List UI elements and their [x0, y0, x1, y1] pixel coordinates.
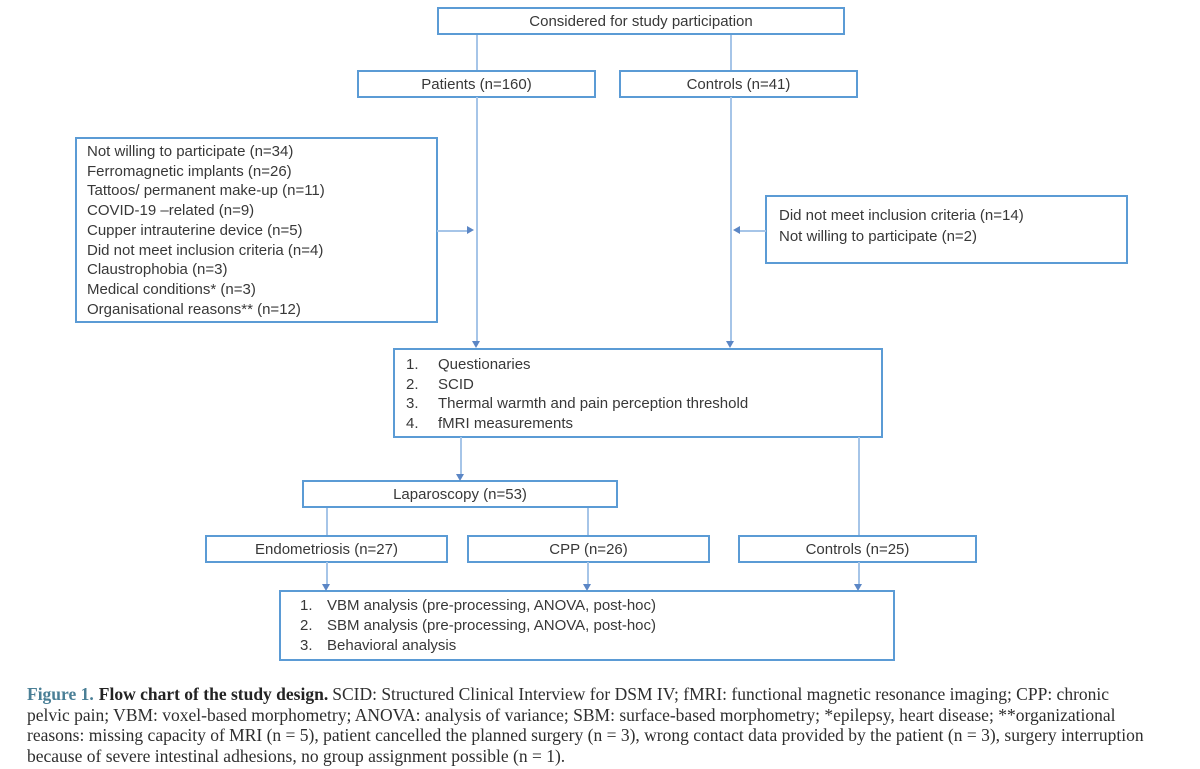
connector-assessments-to-controls-n25 [858, 437, 860, 535]
list-item-number: 2. [406, 375, 419, 393]
list-item: Not willing to participate (n=34) [87, 143, 294, 160]
list-item-text: Thermal warmth and pain perception thres… [438, 395, 749, 412]
list-item-text: SBM analysis (pre-processing, ANOVA, pos… [327, 617, 657, 634]
list-item: 4. fMRI measurements [406, 414, 881, 434]
flow-box-patients: Patients (n=160) [357, 70, 596, 98]
list-item: Did not meet inclusion criteria (n=4) [87, 241, 324, 259]
arrowhead-down-icon [322, 584, 330, 591]
arrowhead-down-icon [472, 341, 480, 348]
arrowhead-right-icon [467, 226, 474, 234]
connector-cpp-to-analyses [587, 562, 589, 584]
arrowhead-down-icon [854, 584, 862, 591]
arrowhead-down-icon [726, 341, 734, 348]
list-item: Ferromagnetic implants (n=26) [87, 162, 292, 180]
caption-text: SCID: Structured Clinical Interview for … [27, 684, 1144, 766]
list-item-number: 3. [300, 637, 313, 654]
flow-box-analyses: 1. VBM analysis (pre-processing, ANOVA, p… [279, 590, 895, 661]
connector-assessments-to-laparoscopy [460, 437, 462, 474]
connector-endometriosis-to-analyses [326, 562, 328, 584]
flow-box-patient-exclusions: Not willing to participate (n=34) Ferroma… [75, 137, 438, 323]
list-item-number: 1. [406, 356, 419, 373]
list-item: Organisational reasons** (n=12) [87, 300, 301, 318]
list-item: 1. Questionaries [406, 355, 881, 375]
list-item-number: 1. [300, 597, 313, 614]
box-label: Patients (n=160) [421, 75, 532, 93]
flow-box-control-exclusions: Did not meet inclusion criteria (n=14) No… [765, 195, 1128, 264]
list-item: Tattoos/ permanent make-up (n=11) [87, 182, 325, 200]
list-item: 1. VBM analysis (pre-processing, ANOVA, p… [300, 596, 893, 616]
list-item-text: VBM analysis (pre-processing, ANOVA, pos… [327, 597, 657, 614]
box-label: Controls (n=25) [805, 540, 910, 558]
box-label: Controls (n=41) [686, 75, 791, 93]
flow-box-controls-n41: Controls (n=41) [619, 70, 858, 98]
connector-controls-to-assessments [730, 97, 732, 341]
connector-considered-to-controls [730, 35, 732, 70]
list-item: 2. SCID [406, 375, 881, 395]
list-item-text: fMRI measurements [438, 414, 574, 432]
list-item: Cupper intrauterine device (n=5) [87, 221, 303, 239]
box-label: Considered for study participation [529, 12, 753, 30]
connector-patient-exclusion-line [437, 230, 467, 232]
list-item: Medical conditions* (n=3) [87, 280, 256, 298]
figure-label: Figure 1. [27, 684, 94, 704]
list-item-text: Behavioral analysis [327, 637, 457, 654]
list-item-text: SCID [438, 375, 474, 393]
arrowhead-down-icon [456, 474, 464, 481]
connector-controls-n25-to-analyses [858, 562, 860, 584]
figure-caption: Figure 1.Flow chart of the study design.… [27, 684, 1153, 766]
arrowhead-left-icon [733, 226, 740, 234]
list-item: 3. Behavioral analysis [300, 636, 893, 656]
list-item: Did not meet inclusion criteria (n=14) [779, 207, 1024, 224]
connector-considered-to-patients [476, 35, 478, 70]
list-item: COVID-19 –related (n=9) [87, 202, 255, 220]
flow-box-cpp: CPP (n=26) [467, 535, 710, 563]
list-item-text: Questionaries [438, 356, 531, 373]
list-item-number: 2. [300, 617, 313, 634]
flow-box-endometriosis: Endometriosis (n=27) [205, 535, 448, 563]
flow-box-assessments: 1. Questionaries 2. SCID 3. Thermal warmth an… [393, 348, 883, 438]
list-item: 2. SBM analysis (pre-processing, ANOVA, p… [300, 616, 893, 636]
flow-box-controls-n25: Controls (n=25) [738, 535, 977, 563]
list-item: Not willing to participate (n=2) [779, 228, 978, 245]
figure-title: Flow chart of the study design. [98, 684, 329, 704]
list-item-number: 4. [406, 414, 419, 432]
connector-control-exclusion-line [740, 230, 766, 232]
box-label: Laparoscopy (n=53) [393, 485, 527, 503]
flow-box-laparoscopy: Laparoscopy (n=53) [302, 480, 618, 508]
flow-box-considered: Considered for study participation [437, 7, 845, 35]
list-item: 3. Thermal warmth and pain perception thr… [406, 394, 881, 414]
connector-laparoscopy-to-endometriosis [326, 508, 328, 535]
list-item-number: 3. [406, 395, 419, 412]
box-label: CPP (n=26) [549, 540, 628, 558]
box-label: Endometriosis (n=27) [255, 540, 398, 558]
arrowhead-down-icon [583, 584, 591, 591]
connector-laparoscopy-to-cpp [587, 508, 589, 535]
list-item: Claustrophobia (n=3) [87, 261, 228, 279]
connector-patients-to-assessments [476, 97, 478, 341]
